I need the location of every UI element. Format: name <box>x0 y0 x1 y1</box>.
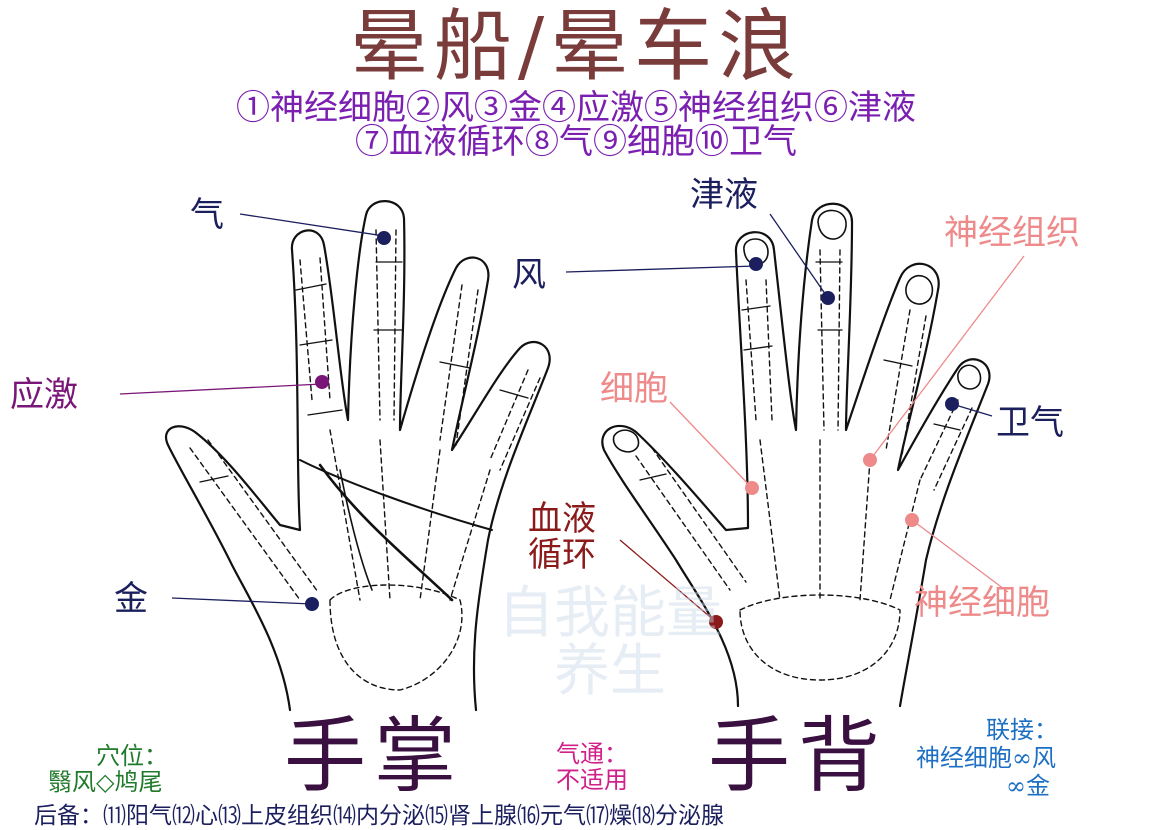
point-back-blood <box>709 615 723 629</box>
leader-back-nerve-tissue <box>869 255 1025 461</box>
leader-back-wind <box>565 265 757 273</box>
qi-flow-heading: 气通： <box>556 740 628 768</box>
point-legend-line-1: ①神经细胞②风③金④应激⑤神经组织⑥津液 <box>236 88 916 128</box>
leader-back-cell <box>669 401 753 489</box>
point-palm-qi <box>377 231 391 245</box>
link-line-1: 神经细胞∞风 <box>916 744 1056 772</box>
back-hand-outline <box>601 202 991 708</box>
point-palm-stress <box>315 375 329 389</box>
point-back-nerve-cell <box>905 513 919 527</box>
leader-back-fluid <box>769 213 829 299</box>
leader-palm-stress <box>119 383 323 395</box>
page-title: 晕船/晕车浪 <box>349 2 803 92</box>
acupoint-heading: 穴位： <box>96 742 168 770</box>
leader-back-nerve-cell <box>911 519 1009 593</box>
acupoint-value: 翳风◇鸠尾 <box>48 768 163 796</box>
point-back-wind <box>749 257 763 271</box>
point-legend-line-2: ⑦血液循环⑧气⑨细胞⑩卫气 <box>355 122 797 162</box>
label-back-blood-1: 血液 <box>528 499 596 539</box>
label-palm-metal: 金 <box>114 579 148 619</box>
leader-palm-metal <box>171 597 313 605</box>
watermark-line-1: 自我能量 <box>498 581 722 646</box>
label-back-wei-qi: 卫气 <box>996 403 1064 443</box>
point-back-fluid <box>821 291 835 305</box>
point-back-nerve-tissue <box>863 453 877 467</box>
back-title: 手背 <box>708 709 889 804</box>
label-palm-stress: 应激 <box>10 375 78 415</box>
label-back-wind: 风 <box>512 255 546 295</box>
point-back-cell <box>745 481 759 495</box>
leader-palm-qi <box>239 213 385 237</box>
label-back-fluid: 津液 <box>690 175 758 215</box>
label-palm-qi: 气 <box>190 195 224 235</box>
label-back-nerve-cell: 神经细胞 <box>914 583 1050 623</box>
point-palm-metal <box>305 597 319 611</box>
label-back-blood-2: 循环 <box>528 535 596 575</box>
label-back-nerve-tissue: 神经组织 <box>944 213 1080 253</box>
link-heading: 联接： <box>986 716 1058 744</box>
link-line-2: ∞金 <box>1006 772 1050 800</box>
qi-flow-value: 不适用 <box>556 766 628 794</box>
label-back-cell: 细胞 <box>600 369 668 409</box>
watermark-line-2: 养生 <box>554 639 666 704</box>
palm-hand-outline <box>165 200 551 712</box>
watermark: 自我能量 养生 <box>430 585 790 701</box>
reserve-list: 后备：⑾阳气⑿心⒀上皮组织⒁内分泌⒂肾上腺⒃元气⒄燥⒅分泌腺 <box>34 803 724 829</box>
leader-back-blood <box>619 539 717 623</box>
point-back-wei-qi <box>945 397 959 411</box>
palm-title: 手掌 <box>284 709 465 804</box>
